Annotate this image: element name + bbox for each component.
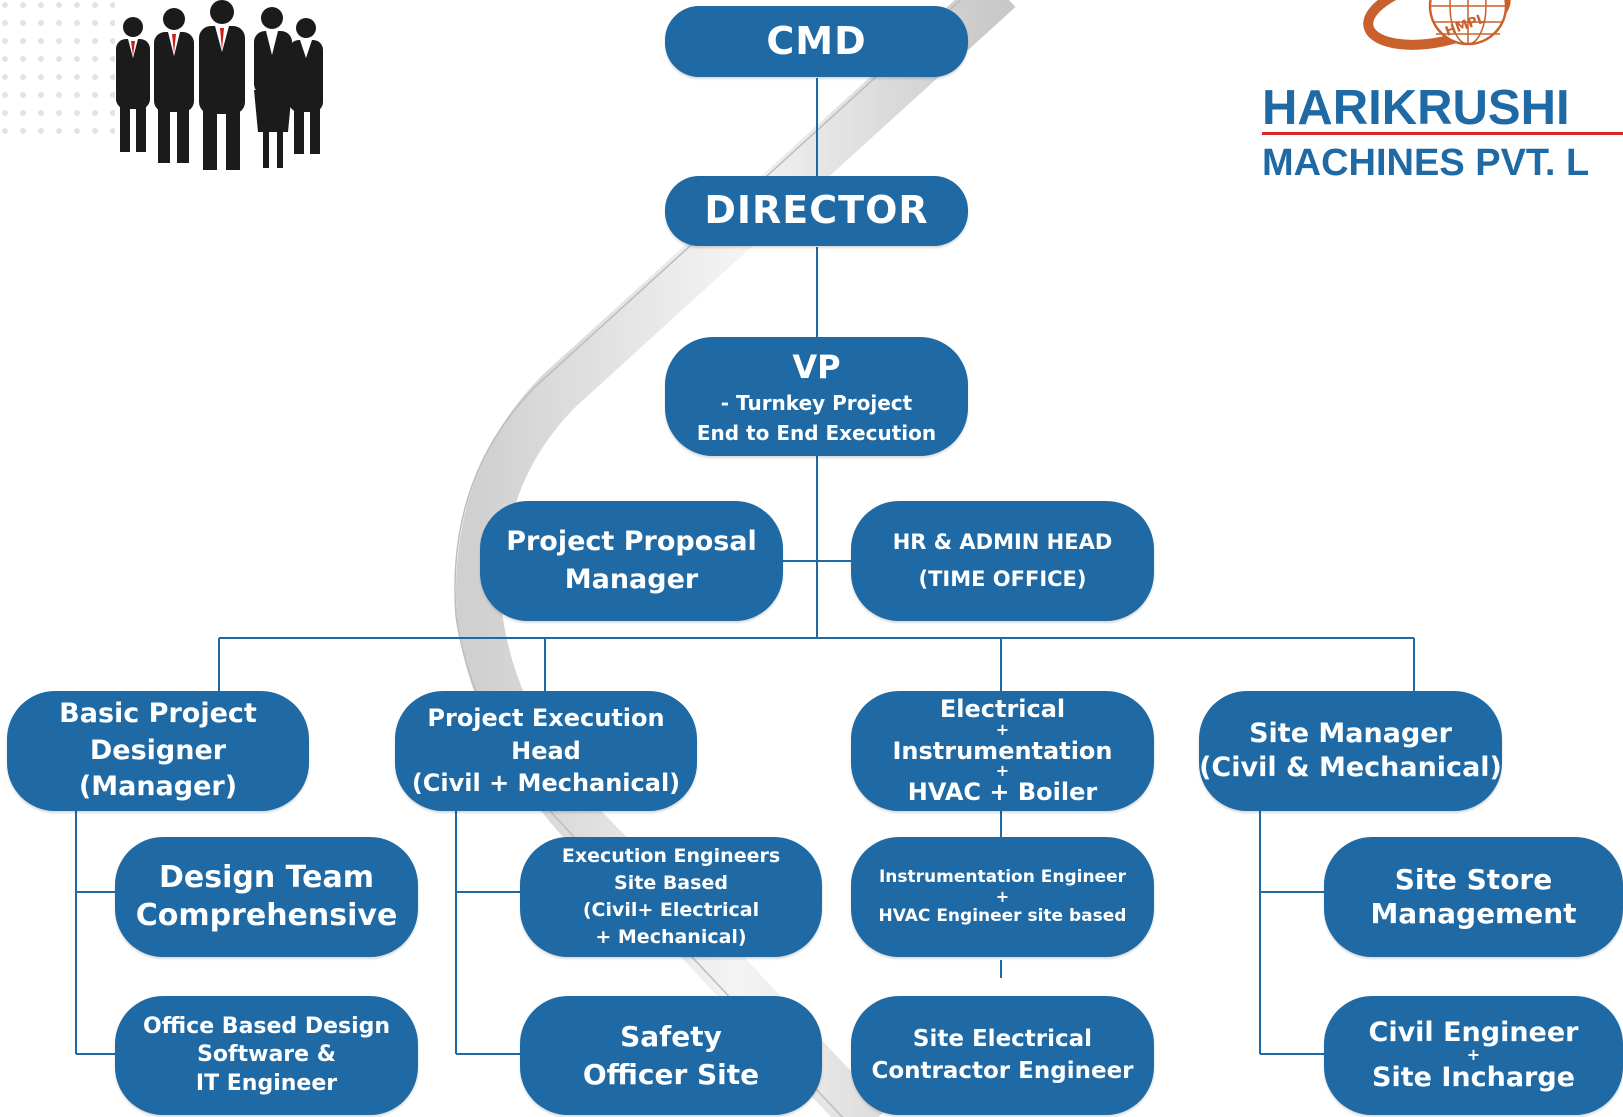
node-safety-officer: Safety Officer Site [520,996,822,1115]
node-design-team-line1: Design Team [159,860,374,895]
node-vp-line1: - Turnkey Project [720,390,913,415]
node-basic-line3: (Manager) [78,771,238,803]
node-site-elec-line2: Contractor Engineer [871,1057,1134,1084]
node-electrical-line1: Electrical [939,695,1066,723]
node-hr-line1: HR & ADMIN HEAD [892,529,1113,554]
node-site-manager-line2: (Civil & Mechanical) [1199,752,1502,783]
node-civil-line2: Site Incharge [1372,1061,1575,1093]
node-site-manager-line1: Site Manager [1249,717,1452,749]
node-safety-line1: Safety [620,1019,722,1053]
company-subtitle: MACHINES PVT. L [1262,142,1590,184]
node-office-line1: Office Based Design [142,1013,391,1039]
node-site-store-management: Site Store Management [1324,837,1623,957]
node-exec-eng-line2: Site Based [614,872,728,895]
node-electrical-instrumentation-hvac: Electrical + Instrumentation + HVAC + Bo… [851,691,1154,811]
node-exec-eng-line3: (Civil+ Electrical [582,899,760,921]
node-exec-head-line3: (Civil + Mechanical) [411,769,681,798]
node-civil-plus: + [1466,1045,1481,1065]
node-office-line3: IT Engineer [195,1070,338,1096]
node-basic-line2: Designer [89,734,227,766]
node-exec-head-line2: Head [511,736,581,765]
node-electrical-line3: HVAC + Boiler [907,778,1098,807]
node-design-team: Design Team Comprehensive [115,837,418,957]
node-instrumentation-engineer: Instrumentation Engineer + HVAC Engineer… [851,837,1154,957]
node-site-electrical-contractor: Site Electrical Contractor Engineer [851,996,1154,1115]
node-instrumentation-plus: + [995,886,1010,906]
node-basic-line1: Basic Project [59,698,257,730]
company-emblem-icon: HMPL [1363,0,1511,50]
node-hr-line2: (TIME OFFICE) [918,567,1087,591]
node-electrical-plus2: + [995,761,1010,781]
dot-pattern [0,0,115,140]
company-name: HARIKRUSHI [1262,81,1570,135]
node-project-execution-head: Project Execution Head (Civil + Mechanic… [395,691,697,811]
node-vp: VP - Turnkey Project End to End Executio… [665,337,968,456]
node-office-line2: Software & [197,1042,336,1068]
node-proposal-line2: Manager [564,564,699,595]
node-office-based-design: Office Based Design Software & IT Engine… [115,996,418,1115]
node-site-elec-line1: Site Electrical [912,1025,1093,1052]
node-vp-line2: End to End Execution [696,420,937,445]
node-director: DIRECTOR [665,176,968,246]
node-instrumentation-line2: HVAC Engineer site based [878,906,1127,927]
node-proposal-line1: Project Proposal [506,525,757,557]
node-electrical-plus1: + [995,719,1010,739]
node-instrumentation-line1: Instrumentation Engineer [878,867,1126,888]
logo-divider [1262,132,1623,135]
connector-lines [75,78,1415,1055]
node-site-store-line1: Site Store [1394,863,1553,897]
decorative-ribbon [456,0,1016,1117]
node-cmd-label: CMD [766,18,867,63]
node-site-manager: Site Manager (Civil & Mechanical) [1199,691,1502,811]
node-exec-eng-line1: Execution Engineers [561,845,781,868]
node-project-proposal-manager: Project Proposal Manager [480,501,783,621]
node-civil-line1: Civil Engineer [1368,1016,1579,1048]
node-basic-project-designer: Basic Project Designer (Manager) [7,691,309,811]
node-safety-line2: Officer Site [582,1057,760,1091]
node-director-label: DIRECTOR [704,188,929,233]
node-design-team-line2: Comprehensive [135,898,398,933]
node-vp-title: VP [792,348,841,387]
business-team-icon [116,0,323,170]
node-site-store-line2: Management [1370,897,1577,930]
node-cmd: CMD [665,6,968,77]
node-electrical-line2: Instrumentation [892,736,1113,765]
node-civil-engineer: Civil Engineer + Site Incharge [1324,996,1623,1115]
node-hr-admin-head: HR & ADMIN HEAD (TIME OFFICE) [851,501,1154,621]
node-exec-eng-line4: + Mechanical) [595,925,747,948]
node-exec-head-line1: Project Execution [427,703,665,732]
node-execution-engineers: Execution Engineers Site Based (Civil+ E… [520,837,822,957]
